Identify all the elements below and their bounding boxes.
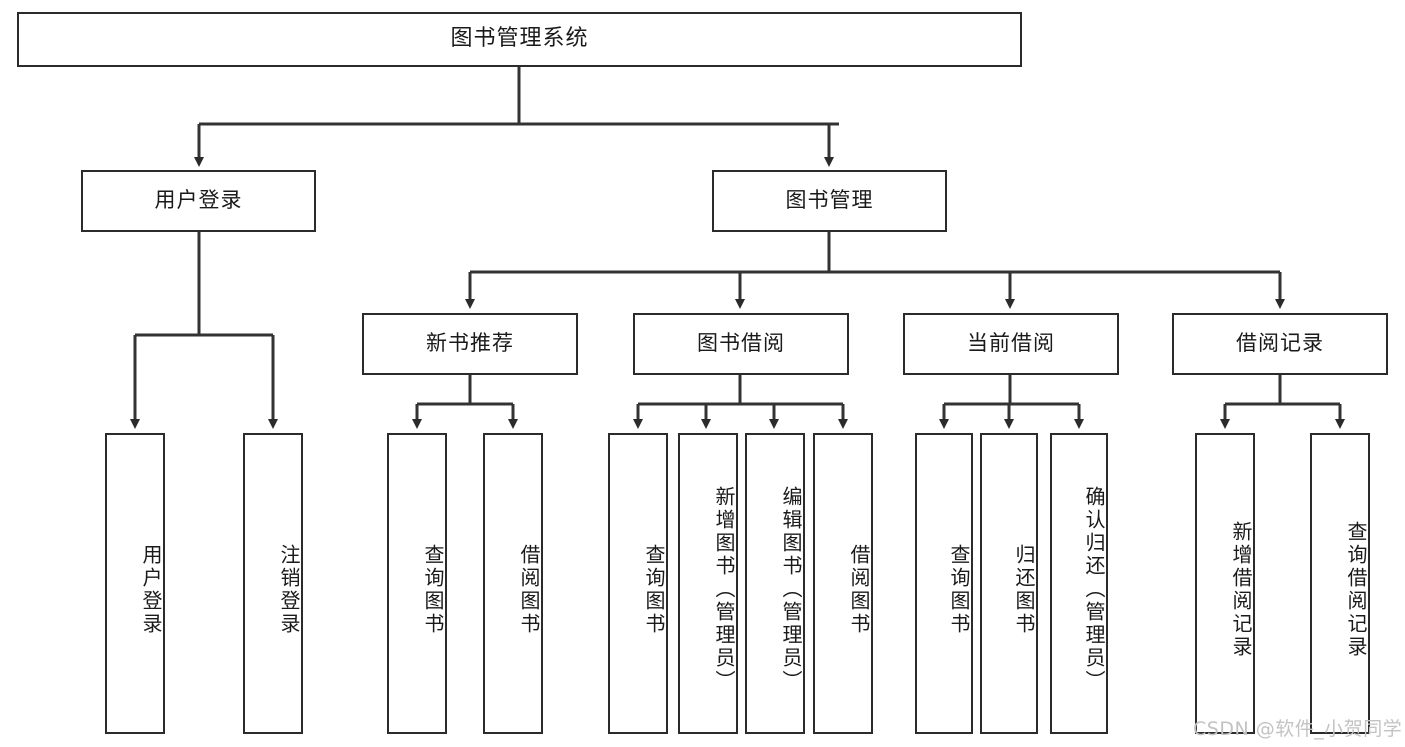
leaf-label: 注销登录 — [277, 543, 301, 636]
leaf-current-return-book[interactable]: 归还图书 — [980, 433, 1038, 734]
leaf-label: 新增图书（管理员） — [712, 486, 736, 693]
leaf-borrow-edit-book[interactable]: 编辑图书（管理员） — [745, 433, 805, 734]
leaf-records-query-record[interactable]: 查询借阅记录 — [1310, 433, 1370, 734]
leaf-label: 查询借阅记录 — [1344, 520, 1368, 659]
watermark-text: CSDN @软件_小贺同学 — [1193, 718, 1403, 740]
node-root-label: 图书管理系统 — [450, 26, 589, 52]
node-label: 图书管理 — [785, 188, 874, 213]
leaf-label: 借阅图书 — [517, 543, 541, 636]
leaf-label: 查询图书 — [947, 543, 971, 636]
leaf-recommend-borrow-book[interactable]: 借阅图书 — [483, 433, 543, 734]
leaf-user-login[interactable]: 用户登录 — [105, 433, 165, 734]
leaf-records-add-record[interactable]: 新增借阅记录 — [1195, 433, 1255, 734]
leaf-user-logout[interactable]: 注销登录 — [243, 433, 303, 734]
leaf-label: 归还图书 — [1012, 543, 1036, 636]
node-label: 用户登录 — [154, 188, 243, 213]
leaf-label: 编辑图书（管理员） — [779, 486, 803, 693]
leaf-current-query-book[interactable]: 查询图书 — [915, 433, 973, 734]
node-label: 当前借阅 — [967, 331, 1055, 356]
node-new-book-recommend[interactable]: 新书推荐 — [362, 313, 578, 375]
node-book-management[interactable]: 图书管理 — [712, 170, 947, 232]
node-user-login[interactable]: 用户登录 — [81, 170, 316, 232]
leaf-borrow-borrow-book[interactable]: 借阅图书 — [813, 433, 873, 734]
node-book-borrow[interactable]: 图书借阅 — [633, 313, 849, 375]
node-current-borrow[interactable]: 当前借阅 — [903, 313, 1119, 375]
leaf-current-confirm-return[interactable]: 确认归还（管理员） — [1050, 433, 1108, 734]
node-root-system[interactable]: 图书管理系统 — [17, 12, 1022, 67]
leaf-label: 查询图书 — [642, 543, 666, 636]
leaf-borrow-query-book[interactable]: 查询图书 — [608, 433, 668, 734]
node-label: 图书借阅 — [697, 331, 785, 356]
leaf-borrow-add-book[interactable]: 新增图书（管理员） — [678, 433, 738, 734]
node-borrow-records[interactable]: 借阅记录 — [1172, 313, 1388, 375]
leaf-label: 确认归还（管理员） — [1082, 486, 1106, 693]
leaf-label: 用户登录 — [139, 543, 163, 636]
node-label: 新书推荐 — [426, 331, 514, 356]
leaf-label: 查询图书 — [421, 543, 445, 636]
leaf-recommend-query-book[interactable]: 查询图书 — [387, 433, 447, 734]
leaf-label: 借阅图书 — [847, 543, 871, 636]
node-label: 借阅记录 — [1236, 331, 1324, 356]
leaf-label: 新增借阅记录 — [1229, 520, 1253, 659]
